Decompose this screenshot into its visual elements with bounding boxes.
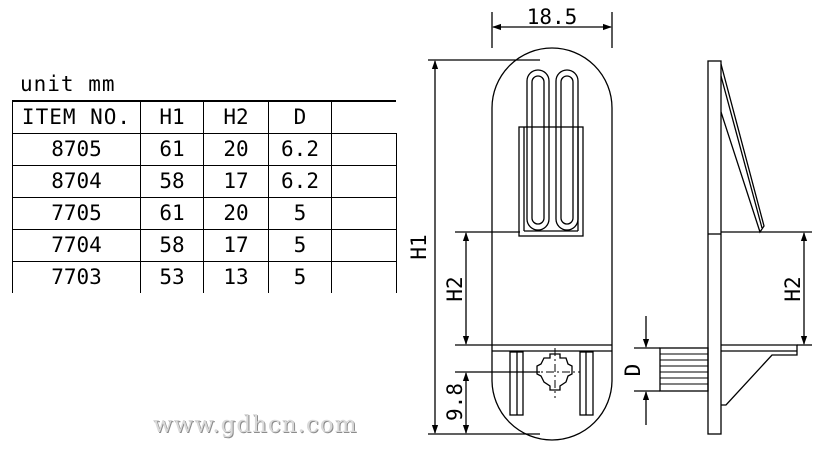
cell-d: 5 bbox=[268, 229, 332, 262]
header-d: D bbox=[268, 100, 332, 134]
table-row: 7704 58 17 5 bbox=[12, 229, 397, 262]
cell-blank bbox=[331, 197, 397, 230]
cell-blank bbox=[331, 229, 397, 262]
h2-front-dimension: H2 bbox=[443, 231, 520, 346]
side-peg bbox=[659, 347, 709, 392]
h2-front-label: H2 bbox=[443, 276, 467, 301]
cell-h2: 17 bbox=[203, 165, 269, 198]
table-header-row: ITEM NO. H1 H2 D bbox=[12, 100, 396, 134]
table-row: 8704 58 17 6.2 bbox=[12, 165, 397, 198]
cell-h2: 13 bbox=[203, 261, 269, 293]
h1-dimension: H1 bbox=[407, 59, 540, 435]
side-plate bbox=[707, 60, 722, 435]
peg-gear bbox=[536, 353, 573, 391]
cell-blank bbox=[331, 261, 397, 293]
cell-item-no: 7704 bbox=[12, 229, 141, 262]
cell-item-no: 7705 bbox=[12, 197, 141, 230]
cell-d: 5 bbox=[268, 261, 332, 293]
cell-blank bbox=[331, 133, 397, 166]
side-shelf-arm bbox=[721, 344, 798, 406]
table-row: 7705 61 20 5 bbox=[12, 197, 397, 230]
width-label: 18.5 bbox=[527, 5, 578, 29]
cell-h1: 61 bbox=[140, 197, 204, 230]
h1-label: H1 bbox=[407, 234, 431, 259]
clip-plate bbox=[518, 126, 584, 237]
header-h2: H2 bbox=[203, 100, 269, 134]
cell-d: 6.2 bbox=[268, 133, 332, 166]
front-view bbox=[491, 47, 613, 441]
cell-h1: 58 bbox=[140, 229, 204, 262]
spec-table: ITEM NO. H1 H2 D 8705 61 20 6.2 8704 58 … bbox=[12, 100, 397, 293]
front-view-outline bbox=[491, 47, 613, 441]
d-dimension: D bbox=[621, 316, 660, 425]
slot-right bbox=[555, 69, 579, 231]
cell-h2: 20 bbox=[203, 133, 269, 166]
slot-left bbox=[526, 69, 550, 231]
h2-side-dimension: H2 bbox=[721, 231, 812, 346]
bottom-dimension: 9.8 bbox=[443, 371, 540, 434]
side-clip bbox=[720, 63, 765, 234]
cell-h2: 17 bbox=[203, 229, 269, 262]
side-view bbox=[659, 60, 798, 435]
cell-h1: 53 bbox=[140, 261, 204, 293]
cell-item-no: 8704 bbox=[12, 165, 141, 198]
cell-d: 5 bbox=[268, 197, 332, 230]
unit-label: unit mm bbox=[20, 72, 116, 96]
watermark: www.gdhcn.com bbox=[153, 412, 358, 438]
d-label: D bbox=[621, 364, 645, 377]
cell-h1: 61 bbox=[140, 133, 204, 166]
h2-side-label: H2 bbox=[781, 276, 805, 301]
table-row: 7703 53 13 5 bbox=[12, 261, 397, 293]
header-item-no: ITEM NO. bbox=[12, 100, 141, 134]
width-dimension: 18.5 bbox=[491, 5, 613, 48]
bottom-label: 9.8 bbox=[443, 383, 467, 421]
header-h1: H1 bbox=[140, 100, 204, 134]
